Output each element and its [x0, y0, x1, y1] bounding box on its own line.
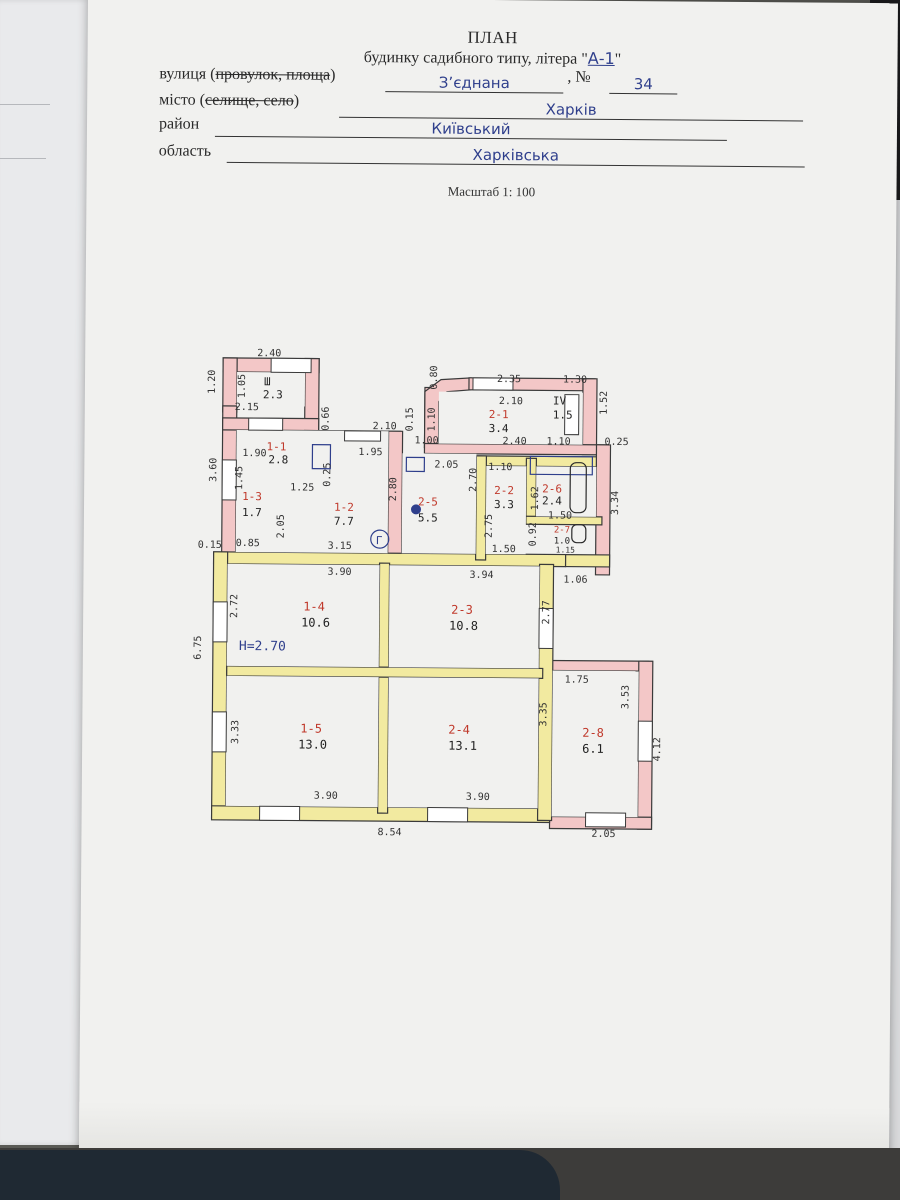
wall [550, 659, 650, 672]
room-label: 2-3 [451, 603, 473, 617]
room-area: 2.3 [263, 388, 283, 401]
document-page: ПЛАН будинку садибного типу, літера "А-1… [78, 0, 898, 1169]
dimension: 1.62 [530, 486, 541, 510]
dimension: 1.90 [242, 448, 266, 459]
dimension: 2.35 [497, 374, 521, 385]
room-label: 2-8 [582, 726, 604, 740]
dimension: 2.70 [468, 468, 479, 492]
room-area: 2.8 [268, 453, 288, 466]
dimension: 2.72 [229, 594, 240, 618]
wall [377, 562, 391, 814]
dimension: 1.00 [414, 435, 438, 446]
dimension: 1.50 [548, 510, 572, 521]
wall [210, 551, 229, 819]
gas-label: Г [376, 534, 383, 547]
dimension: 3.34 [610, 491, 621, 515]
dimension: 8.54 [377, 827, 401, 838]
dimension: 0.66 [321, 407, 332, 431]
room-area: 2.4 [542, 494, 562, 507]
room-label: 1-5 [300, 722, 322, 736]
dimension: 2.15 [235, 402, 259, 413]
gas-symbol [370, 529, 390, 549]
dimension: 1.25 [290, 482, 314, 493]
fabric-foreground [0, 1150, 560, 1200]
dimension: 3.15 [328, 541, 352, 552]
room-area: 13.1 [448, 739, 477, 753]
dimension: 1.50 [492, 544, 516, 555]
room-label: 1-1 [266, 440, 286, 453]
room-area: 1.7 [242, 506, 262, 519]
dimension: 6.75 [193, 636, 204, 660]
dimension: 3.60 [208, 458, 219, 482]
dimension: 3.35 [538, 702, 549, 726]
dimension: 0.15 [405, 407, 416, 431]
ceiling-height: H=2.70 [239, 639, 286, 654]
floor-plan: Г Ш 2.3 1-1 2.8 1-2 7.7 1-3 1.7 1-4 10.6… [193, 348, 663, 840]
dimension: 2.75 [484, 514, 495, 538]
dimension: 0.85 [236, 538, 260, 549]
dimension: 0.80 [429, 365, 440, 389]
dimension: 1.15 [556, 546, 576, 555]
dimension: 3.90 [327, 567, 351, 578]
room-label: 1-4 [303, 600, 325, 614]
dimension: 0.92 [528, 522, 539, 546]
room-label: 1-3 [242, 490, 262, 503]
room-label: 2-1 [489, 408, 509, 421]
dimension: 0.25 [322, 463, 333, 487]
dimension: 3.94 [469, 570, 493, 581]
dimension: 2.80 [388, 477, 399, 501]
room-area: 10.6 [301, 616, 330, 630]
room-area: 5.5 [418, 511, 438, 524]
room-label: 1-2 [334, 501, 354, 514]
dimension: 1.10 [488, 462, 512, 473]
room-area: 3.3 [494, 498, 514, 511]
room-label: Ш [264, 375, 271, 388]
dimension: 1.52 [599, 391, 610, 415]
room-area: 1.5 [553, 408, 573, 421]
dimension: 3.33 [230, 720, 241, 744]
dimension: 2.10 [499, 396, 523, 407]
room-label: 2-5 [418, 495, 438, 508]
dimension: 2.40 [257, 348, 281, 359]
dimension: 3.90 [466, 792, 490, 803]
dimension: 4.12 [652, 737, 663, 761]
dimension: 1.10 [427, 407, 438, 431]
room-area: 10.8 [449, 619, 478, 633]
dimension: 2.40 [502, 436, 526, 447]
dimension: 1.75 [565, 675, 589, 686]
room-area: 6.1 [582, 742, 604, 756]
dimension: 2.10 [373, 421, 397, 432]
dimension: 1.05 [237, 374, 248, 398]
wall [564, 553, 611, 568]
room-label: 2-2 [494, 484, 514, 497]
dimension: 1.95 [358, 447, 382, 458]
dimension: 3.90 [314, 791, 338, 802]
dimension: 2.05 [276, 514, 287, 538]
dimension: 2.05 [591, 829, 615, 840]
dimension: 2.05 [434, 460, 458, 471]
dimension: 1.10 [546, 436, 570, 447]
room-label: 2-4 [448, 723, 470, 737]
wall [581, 378, 598, 456]
room-label: 2-6 [542, 482, 562, 495]
dimension: 1.20 [207, 370, 218, 394]
dimension: 1.30 [563, 375, 587, 386]
dimension: 0.25 [604, 437, 628, 448]
room-area: 13.0 [298, 737, 327, 751]
dimension: 3.53 [620, 685, 631, 709]
room-area: 7.7 [334, 515, 354, 528]
dimension: 1.06 [563, 575, 587, 586]
dimension: 0.15 [198, 540, 222, 551]
room-area: 3.4 [489, 422, 509, 435]
dimension: 1.45 [234, 466, 245, 490]
room-area: 1.0 [554, 536, 570, 546]
dimension: 2.77 [541, 600, 552, 624]
wall [226, 665, 544, 680]
room-label: IV [553, 394, 567, 407]
room-label: 2-7 [554, 525, 570, 535]
